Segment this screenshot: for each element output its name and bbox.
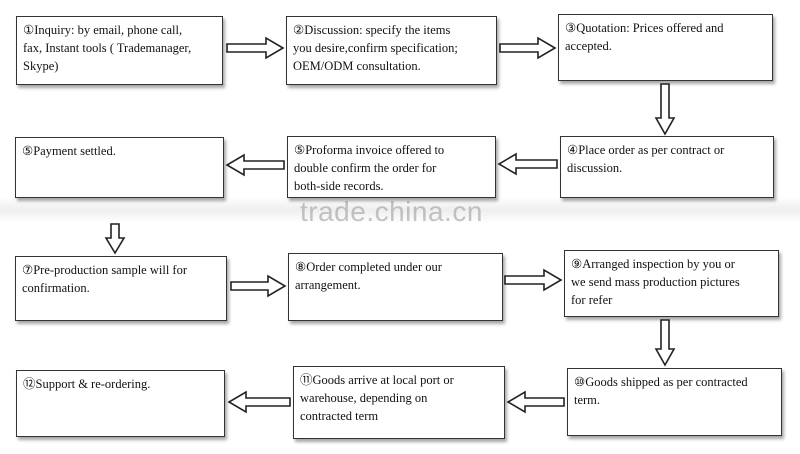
arrow-down-6-7 [104,223,126,255]
arrow-right-2-3 [499,36,557,60]
watermark-band [0,197,800,223]
arrow-right-8-9 [504,268,563,292]
step-2-discussion: ②Discussion: specify the items you desir… [286,16,497,85]
step-7-pre-production-sample: ⑦Pre-production sample will for confirma… [15,256,227,321]
arrow-down-3-4 [654,83,676,136]
arrow-left-4-5 [497,152,558,176]
arrow-left-10-11 [506,390,565,414]
step-4-place-order: ④Place order as per contract or discussi… [560,136,774,198]
arrow-left-11-12 [227,390,291,414]
step-5-proforma-invoice: ⑤Proforma invoice offered to double conf… [287,136,496,198]
step-1-inquiry: ①Inquiry: by email, phone call, fax, Ins… [16,16,223,85]
step-9-arranged-inspection: ⑨Arranged inspection by you or we send m… [564,250,779,317]
arrow-down-9-10 [654,319,676,367]
watermark-text: trade.china.cn [300,196,483,227]
step-11-goods-arrive: ⑪Goods arrive at local port or warehouse… [293,366,505,439]
step-3-quotation: ③Quotation: Prices offered and accepted. [558,14,773,81]
arrow-right-1-2 [226,36,285,60]
arrow-right-7-8 [230,274,287,298]
step-10-goods-shipped: ⑩Goods shipped as per contracted term. [567,368,782,436]
step-12-support-reordering: ⑫Support & re-ordering. [16,370,225,437]
step-6-payment: ⑤Payment settled. [15,137,224,198]
step-8-order-completed: ⑧Order completed under our arrangement. [288,253,503,321]
arrow-left-5-6 [225,153,285,177]
